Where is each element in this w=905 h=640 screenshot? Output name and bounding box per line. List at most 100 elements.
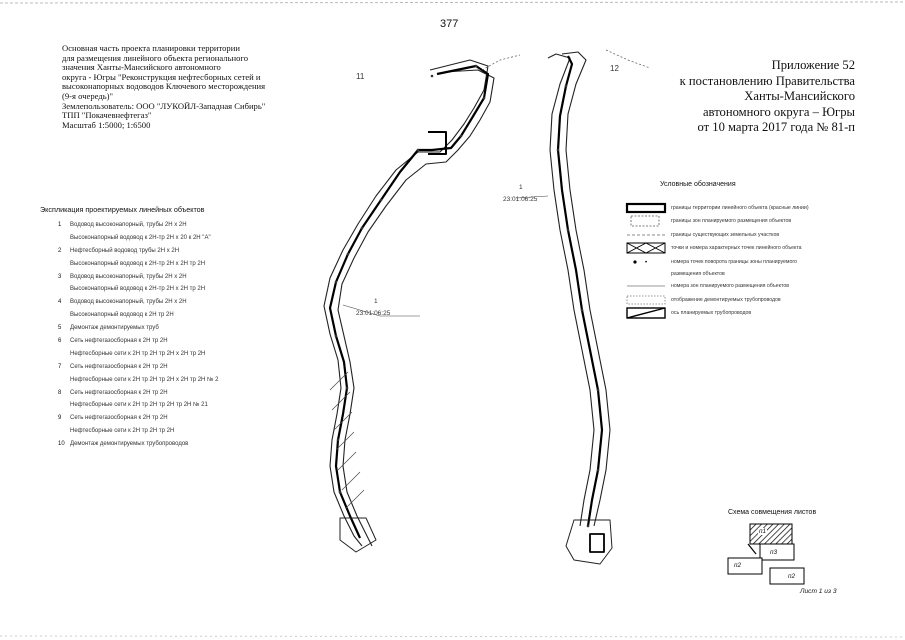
legend-item: 10 Демонтаж демонтируемых трубопроводов xyxy=(58,441,348,448)
legend-item-number: 7 xyxy=(58,363,62,370)
legend-item: 6 Сеть нефтегазосборная к 2Н тр 2Н Нефтес… xyxy=(58,338,348,358)
convention-text: размещения объектов xyxy=(671,270,725,277)
legend-item-text: Высоконапорный водовод к 2Н-тр 2Н х 2Н т… xyxy=(70,286,206,293)
conventions-list: границы территории линейного объекта (кр… xyxy=(625,202,840,321)
convention-row: ось планируемых трубопроводов xyxy=(625,307,840,319)
header-line: для размещения линейного объекта региона… xyxy=(62,53,249,63)
zone-number-symbol xyxy=(625,280,671,292)
left-hatch xyxy=(329,371,365,509)
page-number: 377 xyxy=(440,18,459,30)
legend-item-text: Сеть нефтегазосборная к 2Н тр 2Н xyxy=(70,338,168,345)
header-line: Масштаб 1:5000; 1:6500 xyxy=(62,120,151,130)
header-line: высоконапорных водоводов Ключевого место… xyxy=(62,82,266,92)
scheme-label: п2 xyxy=(734,562,742,569)
convention-row: границы существующих земельных участков xyxy=(625,229,840,241)
right-leader xyxy=(515,195,549,199)
header-line: ТПП "Покачевнефтегаз" xyxy=(62,111,152,121)
right-corridor-boundary xyxy=(561,51,611,527)
legend-item-number: 4 xyxy=(58,299,62,306)
scheme-label: п3 xyxy=(770,549,778,556)
appendix-line: Приложение 52 xyxy=(771,58,855,72)
convention-text: номера точек поворота границы зоны плани… xyxy=(671,258,798,265)
legend-item: 9 Сеть нефтегазосборная к 2Н тр 2Н Нефтес… xyxy=(58,415,348,435)
right-dashed-line xyxy=(605,49,651,69)
map-label-code: 23:01:06:25 xyxy=(356,310,391,317)
crossed-box-symbol xyxy=(625,242,671,254)
convention-row: • номера точек поворота границы зоны пла… xyxy=(625,256,840,268)
left-pipeline-axis xyxy=(328,64,490,539)
left-end-block xyxy=(339,517,377,553)
convention-text: номера зон планируемого размещения объек… xyxy=(671,283,789,290)
convention-text: точки и номера характерных точек линейно… xyxy=(671,245,802,252)
dismantled-pipe-symbol xyxy=(625,294,671,306)
legend-item: 5 Демонтаж демонтируемых труб xyxy=(58,325,348,332)
pipeline-axis-symbol xyxy=(625,307,671,319)
red-line-symbol xyxy=(625,202,671,214)
right-end-detail xyxy=(589,533,605,553)
right-pipeline-axis xyxy=(556,55,604,527)
legend-item-number: 6 xyxy=(58,338,62,345)
convention-text: границы существующих земельных участков xyxy=(671,231,780,238)
map-label-11: 11 xyxy=(356,72,365,81)
convention-row: размещения объектов xyxy=(625,269,840,279)
legend-item-number: 1 xyxy=(58,222,62,228)
header-line: (9-я очередь)" xyxy=(62,91,113,101)
header-line: Землепользователь: ООО "ЛУКОЙЛ-Западная … xyxy=(62,101,266,111)
convention-text: ось планируемых трубопроводов xyxy=(671,310,752,317)
convention-text: границы зон планируемого размещения объе… xyxy=(671,218,792,225)
conventions-title: Условные обозначения xyxy=(660,181,736,188)
legend-title: Экспликация проектируемых линейных объек… xyxy=(40,205,205,214)
appendix-line: автономного округа – Югры xyxy=(702,104,855,119)
header-line: значения Ханты-Мансийского автономного xyxy=(62,63,221,73)
convention-text: границы территории линейного объекта (кр… xyxy=(671,205,809,211)
project-header: Основная часть проекта планировки террит… xyxy=(62,44,322,130)
scheme-label: п2 xyxy=(788,573,796,580)
convention-row: границы зон планируемого размещения объе… xyxy=(625,215,840,227)
legend-item-text: Сеть нефтегазосборная к 2Н тр 2Н xyxy=(70,363,168,370)
legend-item-number: 2 xyxy=(58,247,62,254)
legend-item-text: Сеть нефтегазосборная к 2Н тр 2Н xyxy=(70,389,168,396)
map-label-code: 23:01:06:25 xyxy=(503,196,538,203)
appendix-block: Приложение 52 к постановлению Правительс… xyxy=(600,58,855,136)
zone-boundary-symbol xyxy=(625,215,671,227)
legend-item-text: Нефтесборные сети к 2Н тр 2Н тр 2Н xyxy=(70,428,175,435)
legend-item-number: 3 xyxy=(58,273,62,280)
appendix-line: Ханты-Мансийского xyxy=(744,89,855,104)
appendix-line: от 10 марта 2017 года № 81-п xyxy=(697,120,855,135)
point-symbol: • xyxy=(625,256,671,268)
convention-row: отображение демонтируемых трубопроводов xyxy=(625,294,840,306)
left-zone-bracket xyxy=(428,131,447,155)
legend-item-text: Водовод высоконапорный, трубы 2Н х 2Н xyxy=(70,273,187,280)
legend-item-number: 9 xyxy=(58,415,62,422)
legend-item-text: Высоконапорный водовод к 2Н тр 2Н xyxy=(70,312,174,319)
legend-item-text: Нефтесборный водовод трубы 2Н х 2Н xyxy=(70,247,180,254)
legend-item-text: Нефтесборные сети к 2Н тр 2Н тр 2Н тр 2Н… xyxy=(70,402,208,409)
legend-item-number: 10 xyxy=(58,441,65,448)
scheme-label: п1 xyxy=(758,528,768,535)
legend-item-text: Сеть нефтегазосборная к 2Н тр 2Н xyxy=(70,415,168,422)
map-label-12: 12 xyxy=(610,64,619,73)
sheet-number: Лист 1 из 3 xyxy=(800,588,837,595)
legend-item-number: 8 xyxy=(58,389,62,396)
land-plot-symbol xyxy=(625,229,671,241)
legend-list: 1 Водовод высоконапорный, трубы 2Н х 2Н В… xyxy=(58,222,348,454)
right-end-block xyxy=(565,519,613,565)
left-dashed-line xyxy=(481,54,521,71)
map-label-zone: 1 xyxy=(374,298,378,305)
svg-text:•: • xyxy=(645,260,647,266)
header-line: Основная часть проекта планировки террит… xyxy=(62,44,240,53)
left-corridor-boundary xyxy=(323,59,489,547)
legend-item-text: Демонтаж демонтируемых трубопроводов xyxy=(70,441,189,448)
scheme-title: Схема совмещения листов xyxy=(728,509,817,516)
legend-item-text: Высоконапорный водовод к 2Н-тр 2Н х 20 к… xyxy=(70,234,211,241)
convention-row: границы территории линейного объекта (кр… xyxy=(625,202,840,214)
left-corridor-boundary xyxy=(337,69,495,547)
convention-row: точки и номера характерных точек линейно… xyxy=(625,242,840,254)
legend-item-text: Нефтесборные сети к 2Н тр 2Н тр 2Н х 2Н … xyxy=(70,350,206,357)
appendix-line: к постановлению Правительства xyxy=(679,73,855,88)
header-line: округа - Югры "Реконструкция нефтесборны… xyxy=(62,72,261,82)
